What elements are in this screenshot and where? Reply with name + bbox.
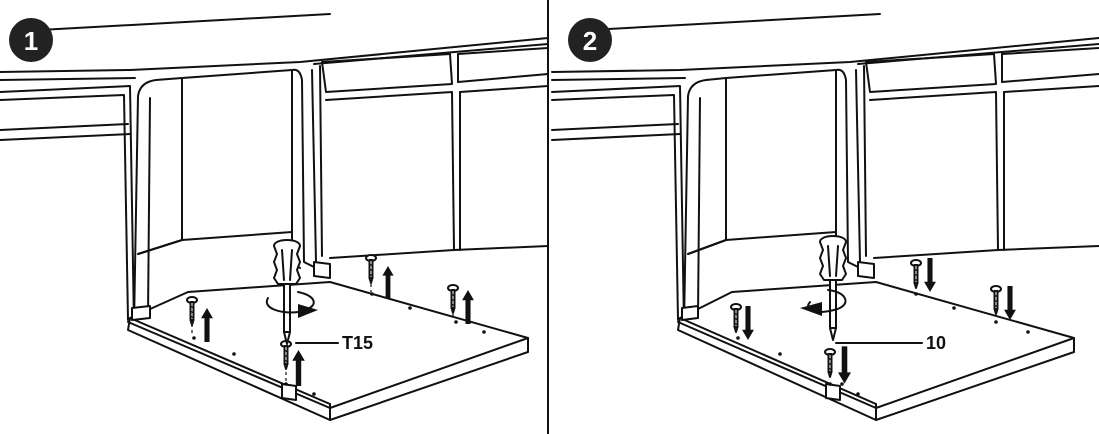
step-2-callout: 10 <box>835 333 946 353</box>
countertop <box>551 13 1099 81</box>
step-2-tool <box>800 235 847 341</box>
niche-back-wall <box>181 69 293 241</box>
step-1-callout: T15 <box>295 333 373 353</box>
step-1-badge: 1 <box>9 18 53 62</box>
screw-icon <box>447 284 459 314</box>
left-cabinet <box>551 85 685 327</box>
step-2-badge: 2 <box>568 18 612 62</box>
arrow-icon <box>924 258 936 292</box>
rotation-arrow-icon <box>800 289 847 316</box>
rotation-arrow-icon <box>265 291 318 318</box>
step-1-tool <box>265 239 318 345</box>
left-cabinet <box>0 85 135 327</box>
niche-left-panel <box>683 77 727 327</box>
step-number: 2 <box>583 26 597 56</box>
step-2-panel: 10 2 <box>551 13 1099 421</box>
niche-back-wall <box>725 69 837 241</box>
screw-icon <box>365 254 377 284</box>
screw-icon <box>909 258 923 290</box>
countertop <box>0 13 549 81</box>
arrow-icon <box>382 266 394 298</box>
mounting-holes <box>736 292 1030 396</box>
step-number: 1 <box>24 26 38 56</box>
base-plate <box>677 281 1075 421</box>
right-cabinets <box>855 43 1099 263</box>
arrow-icon <box>1004 286 1016 320</box>
base-plate <box>127 281 529 421</box>
tool-size-label: T15 <box>342 333 373 353</box>
screw-length-label: 10 <box>926 333 946 353</box>
right-cabinets <box>311 43 549 263</box>
screw-icon <box>989 284 1003 316</box>
step-1-panel: T15 1 <box>0 13 549 421</box>
niche-left-panel <box>133 77 183 327</box>
step-1-screws <box>186 254 474 386</box>
mounting-holes <box>192 292 486 396</box>
